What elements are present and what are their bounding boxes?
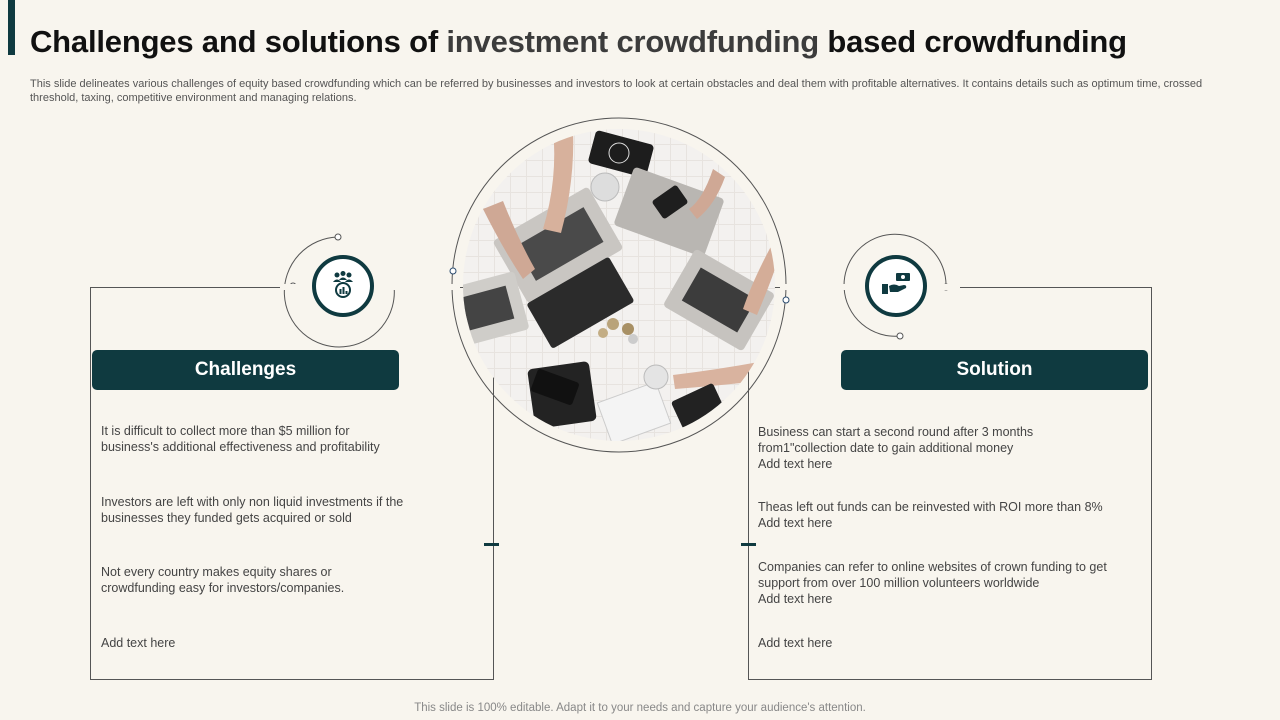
solution-item-4[interactable]: Add text here — [758, 635, 832, 651]
challenge-item-1-line-1: It is difficult to collect more than $5 … — [101, 424, 350, 438]
solution-icon-badge — [865, 255, 927, 317]
solution-frame — [748, 287, 1152, 680]
challenge-item-1: It is difficult to collect more than $5 … — [101, 423, 380, 455]
solution-frame-tick — [741, 543, 756, 546]
challenge-item-3-line-1: Not every country makes equity shares or — [101, 565, 332, 579]
challenges-icon-badge — [312, 255, 374, 317]
solution-item-3-line-1: Companies can refer to online websites o… — [758, 560, 1107, 574]
title-part-1: Challenges and solutions of — [30, 24, 447, 59]
challenge-item-1-line-2: business's additional effectiveness and … — [101, 440, 380, 454]
photo-ring-dot-left — [449, 267, 457, 275]
title-part-2: based crowdfunding — [818, 24, 1127, 59]
photo-ring-dot-right — [782, 296, 790, 304]
solution-item-3-line-2: support from over 100 million volunteers… — [758, 576, 1040, 590]
solution-item-4-line-1[interactable]: Add text here — [758, 636, 833, 650]
solution-item-2-line-1: Theas left out funds can be reinvested w… — [758, 500, 1103, 514]
solution-item-3: Companies can refer to online websites o… — [758, 559, 1107, 607]
solution-item-1-line-2: from1"collection date to gain additional… — [758, 441, 1014, 455]
challenges-frame-tick — [484, 543, 499, 546]
solution-icon-arc — [843, 233, 947, 337]
solution-item-1-line-3[interactable]: Add text here — [758, 457, 833, 471]
slide-description: This slide delineates various challenges… — [30, 78, 1203, 104]
challenges-header-button[interactable]: Challenges — [92, 350, 399, 390]
challenge-item-2-line-1: Investors are left with only non liquid … — [101, 495, 404, 509]
solution-header-button[interactable]: Solution — [841, 350, 1148, 390]
challenge-item-2: Investors are left with only non liquid … — [101, 494, 403, 526]
solution-item-1: Business can start a second round after … — [758, 424, 1033, 472]
challenges-arc-dot-top — [334, 233, 342, 241]
challenge-item-3-line-2: crowdfunding easy for investors/companie… — [101, 581, 345, 595]
title-accent-bar — [8, 0, 15, 55]
challenges-frame — [90, 287, 494, 680]
title-highlight: investment crowdfunding — [446, 24, 819, 59]
solution-item-2-line-2[interactable]: Add text here — [758, 516, 833, 530]
solution-item-2: Theas left out funds can be reinvested w… — [758, 499, 1103, 531]
footer-note: This slide is 100% editable. Adapt it to… — [414, 702, 866, 714]
solution-arc-dot-bottom — [896, 332, 904, 340]
challenge-item-4-line-1[interactable]: Add text here — [101, 636, 176, 650]
overhead-team-laptops-photo — [463, 129, 775, 441]
page-title: Challenges and solutions of investment c… — [30, 24, 1127, 60]
challenge-item-3: Not every country makes equity shares or… — [101, 564, 344, 596]
solution-item-3-line-3[interactable]: Add text here — [758, 592, 833, 606]
challenge-item-4[interactable]: Add text here — [101, 635, 175, 651]
solution-item-1-line-1: Business can start a second round after … — [758, 425, 1034, 439]
challenges-icon-arc — [283, 236, 395, 348]
hand-money-icon — [880, 271, 912, 302]
investors-chart-icon — [328, 269, 358, 304]
challenge-item-2-line-2: businesses they funded gets acquired or … — [101, 511, 352, 525]
